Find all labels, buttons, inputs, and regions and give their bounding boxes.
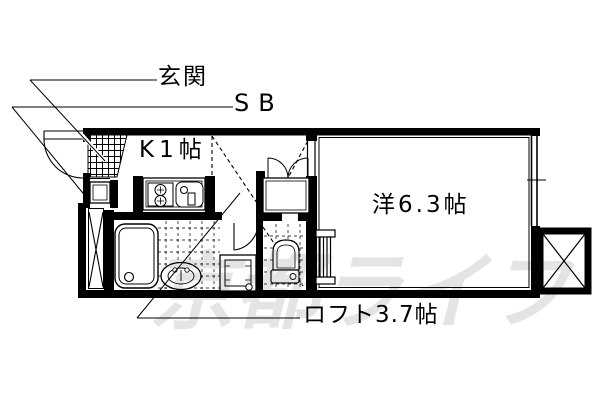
shoe-box-label: SB: [234, 89, 284, 117]
toilet-icon: [270, 239, 300, 284]
walls: [78, 128, 540, 298]
entrance-leader: [29, 79, 157, 163]
closet-double-door-icon: [267, 157, 309, 179]
entrance-label: 玄関: [158, 64, 208, 90]
wash-basin-icon: [160, 261, 202, 291]
loft-label: ロフト3.7帖: [303, 302, 439, 328]
wash-corridor-area: [219, 222, 259, 292]
balcony-x-box: [536, 227, 592, 295]
toilet-area: [264, 224, 308, 288]
stove-icon: [147, 182, 174, 207]
western-room-label: 洋6.3帖: [372, 192, 470, 218]
bathroom-door-icon: [233, 222, 259, 251]
closet-area: [262, 157, 310, 214]
kitchen-counter-icon: [142, 177, 206, 211]
window-icon: [527, 134, 546, 226]
shoe-box-icon: [89, 181, 111, 204]
closet-box: [262, 177, 310, 214]
kitchen-label: K1帖: [139, 137, 207, 163]
western-room-outline: [318, 137, 530, 288]
kitchen-sink-icon: [175, 181, 204, 208]
loft-ladder-icon: [315, 229, 336, 285]
partition-double-line: [306, 141, 316, 177]
loft-leader: [136, 192, 300, 319]
front-door-icon: [43, 130, 84, 179]
bathtub-icon: [114, 223, 159, 289]
washing-machine-pan-icon: [219, 254, 257, 292]
shaft-x-icon: [88, 208, 104, 289]
bathroom-area: [114, 221, 220, 291]
entrance-tile-hatch: [87, 134, 128, 178]
entrance-area: [43, 130, 128, 204]
leader-lines: [11, 79, 300, 319]
shoe-box-leader: [11, 106, 233, 199]
